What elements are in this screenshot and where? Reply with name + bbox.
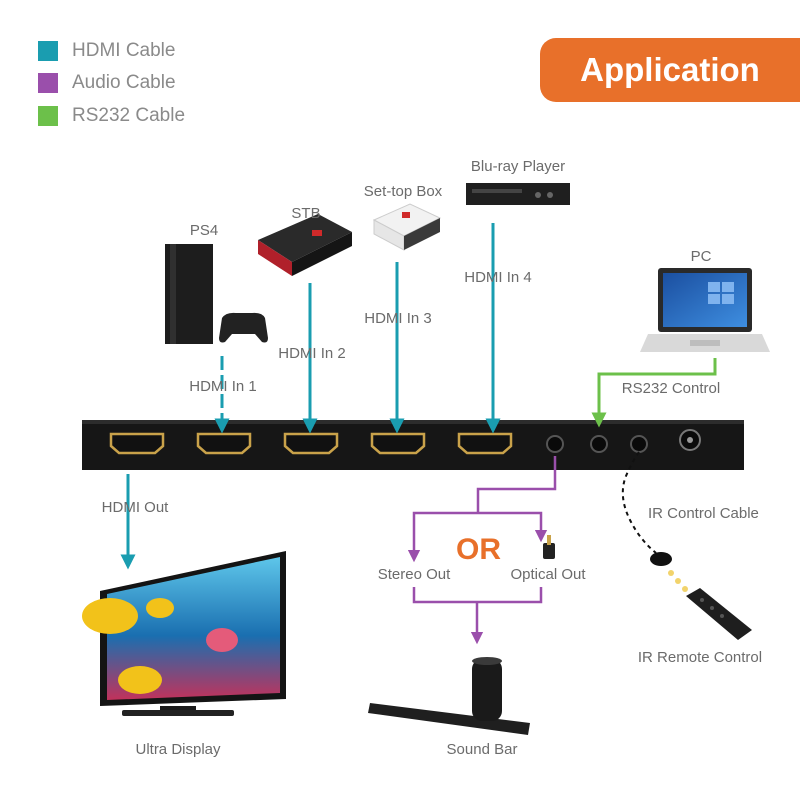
legend-label-hdmi: HDMI Cable [72,40,176,61]
hdmi-port-in-1 [196,432,252,455]
ps4-label: PS4 [189,222,219,239]
ir-signal-dot [668,570,674,576]
hdmi-port-out [109,432,165,455]
pc-label: PC [690,248,712,265]
ps4-icon [165,244,268,344]
hdmi-in-3-label: HDMI In 3 [364,310,432,327]
hdmi-in-2-label: HDMI In 2 [278,345,346,362]
ir-signal-dot [675,578,681,584]
bluray-player-icon [466,183,570,205]
audio-cable-split [407,511,548,563]
hdmi-out-label: HDMI Out [101,499,169,516]
legend-swatch-hdmi [38,41,58,61]
legend-label-rs232: RS232 Cable [72,105,186,126]
pc-laptop-icon [640,268,770,352]
optical-connector-icon [543,535,555,559]
hdmi-port-in-2 [283,432,339,455]
ir-control-cable-label: IR Control Cable [648,505,759,522]
hdmi-in-1-label: HDMI In 1 [189,378,257,395]
hdmi-port-in-3 [370,432,426,455]
legend-swatch-rs232 [38,106,58,126]
hdmi-in-4-label: HDMI In 4 [464,269,532,286]
stb-icon [258,214,352,276]
audio-jack-port [546,435,564,453]
ir-port [630,435,648,453]
rs232-cable [591,358,717,428]
stb-label: STB [291,205,321,222]
stereo-out-label: Stereo Out [377,566,451,583]
ir-signal-dot [682,586,688,592]
rs232-port [590,435,608,453]
settop-box-icon [372,203,442,251]
ultra-display-tv-icon [82,551,286,716]
ir-remote-icon [686,588,752,640]
legend-swatch-audio [38,73,58,93]
optical-out-label: Optical Out [510,566,586,583]
ultra-display-label: Ultra Display [135,741,221,758]
application-badge: Application [540,38,800,102]
hdmi-port-in-4 [457,432,513,455]
audio-cable-merge [412,587,543,604]
ir-receiver-icon [650,552,672,566]
bluray-player-label: Blu-ray Player [470,158,566,175]
legend-label-audio: Audio Cable [72,72,176,93]
sound-bar-label: Sound Bar [446,741,518,758]
audio-cable-trunk [476,456,557,513]
or-label: OR [456,533,501,566]
ir-cable-line [621,451,657,554]
rs232-control-label: RS232 Control [621,380,721,397]
ir-remote-control-label: IR Remote Control [637,649,763,666]
settop-box-label: Set-top Box [363,183,443,200]
power-port-pin [687,437,693,443]
application-title: Application [580,51,760,88]
sound-bar-icon [368,657,530,735]
